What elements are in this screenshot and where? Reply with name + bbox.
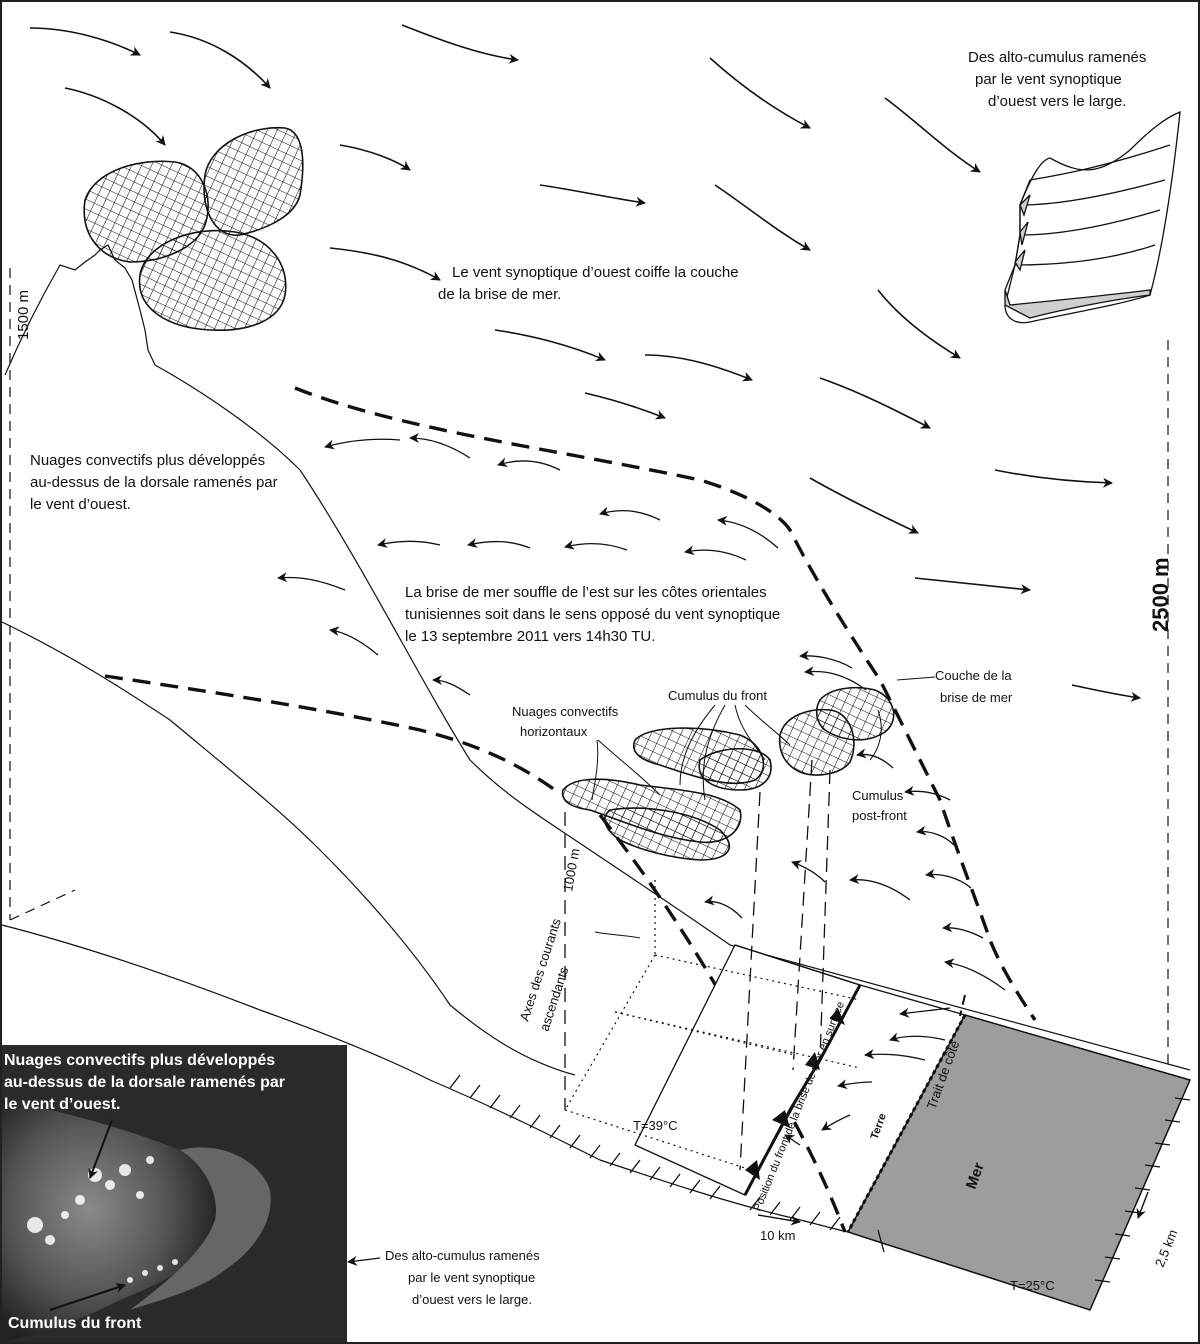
alto-top-label-line1: Des alto-cumulus ramenés (968, 49, 1146, 66)
ground-ticks (449, 1074, 1191, 1283)
photo-caption: Cumulus du front (8, 1315, 142, 1332)
terrain-outline (1, 244, 1191, 1233)
scale-25km-label: 2,5 km (1152, 1227, 1181, 1269)
breeze-label-line1: La brise de mer souffle de l’est sur les… (405, 584, 767, 601)
alto-bottom-label-line3: d’ouest vers le large. (412, 1292, 532, 1307)
couche-label-line1: Couche de la (935, 668, 1012, 683)
front-horizontal-clouds (561, 727, 772, 861)
convective-label-line1: Nuages convectifs plus développés (30, 452, 265, 469)
horizontal-clouds-label-line1: Nuages convectifs (512, 704, 619, 719)
altitude-1000-label: 1000 m (560, 847, 582, 892)
synoptic-label-line1: Le vent synoptique d’ouest coiffe la cou… (452, 264, 739, 281)
coastline (846, 1014, 967, 1233)
left-altitude-line (9, 268, 76, 921)
post-front-clouds (778, 686, 895, 776)
breeze-label-line3: le 13 septembre 2011 vers 14h30 TU. (405, 628, 655, 645)
breeze-label-line2: tunisiennes soit dans le sens opposé du … (405, 606, 780, 623)
photo-title-line1: Nuages convectifs plus développés (4, 1052, 275, 1069)
sea-breeze-front-line (743, 984, 862, 1196)
alto-bottom-label-line2: par le vent synoptique (408, 1270, 535, 1285)
synoptic-label-line2: de la brise de mer. (438, 286, 561, 303)
terre-label: Terre (869, 1112, 889, 1141)
photo-title-line3: le vent d’ouest. (4, 1096, 120, 1113)
alto-top-label-line3: d’ouest vers le large. (988, 93, 1126, 110)
convective-label-line3: le vent d’ouest. (30, 496, 131, 513)
couche-label-line2: brise de mer (940, 690, 1013, 705)
post-front-label-line2: post-front (852, 808, 907, 823)
alto-cumulus-stack (1004, 110, 1181, 324)
cumulus-front-label: Cumulus du front (668, 688, 767, 703)
altitude-2500-label: 2500 m (1148, 557, 1173, 632)
photo-title-line2: au-dessus de la dorsale ramenés par (4, 1074, 285, 1091)
temp-land-label: T=39°C (633, 1118, 678, 1133)
sea-area (846, 1014, 1192, 1311)
ridge-convective-clouds (83, 126, 304, 331)
photo-pointer-clouds (88, 1119, 113, 1179)
post-front-label-line1: Cumulus (852, 788, 904, 803)
horizontal-clouds-label-line2: horizontaux (520, 724, 588, 739)
front-small-dashes (959, 994, 966, 1017)
projection-dotted-box (564, 880, 861, 1169)
altitude-1500-label: 1500 m (15, 290, 32, 340)
ascending-axes (564, 759, 831, 1171)
convective-label-line2: au-dessus de la dorsale ramenés par (30, 474, 278, 491)
photo-pointer-front (49, 1283, 126, 1311)
scale-arrows (757, 1191, 1149, 1226)
synoptic-west-wind-arrows (29, 24, 1141, 702)
alto-bottom-pointer (347, 1255, 381, 1266)
leader-lines (591, 676, 936, 939)
alto-bottom-label-line1: Des alto-cumulus ramenés (385, 1248, 540, 1263)
scale-10km-label: 10 km (760, 1228, 795, 1243)
temp-sea-label: T=25°C (1010, 1278, 1055, 1293)
satellite-photo-inset: Nuages convectifs plus développés au-des… (2, 1045, 347, 1342)
alto-top-label-line2: par le vent synoptique (975, 71, 1122, 88)
